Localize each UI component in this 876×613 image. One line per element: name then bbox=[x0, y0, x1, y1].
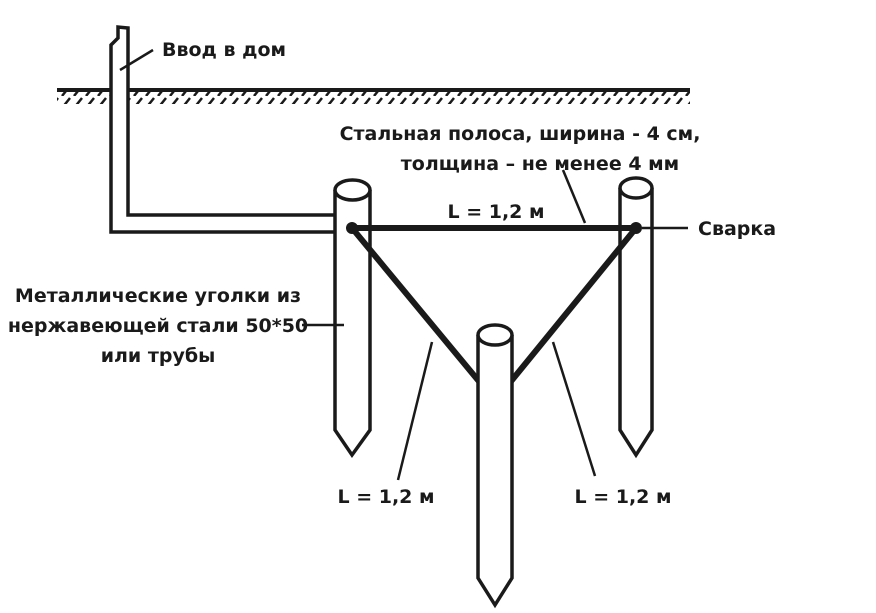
label-length-left: L = 1,2 м bbox=[337, 486, 434, 508]
label-strip-thickness: толщина – не менее 4 мм bbox=[401, 153, 679, 175]
electrode-center bbox=[476, 323, 514, 609]
label-strip-width: Стальная полоса, ширина - 4 см, bbox=[340, 123, 701, 145]
ground-surface bbox=[57, 88, 690, 104]
electrode-right bbox=[618, 176, 654, 459]
label-house-entry: Ввод в дом bbox=[162, 39, 286, 61]
leader-lines bbox=[119, 48, 688, 481]
label-length-top: L = 1,2 м bbox=[447, 201, 544, 223]
label-length-right: L = 1,2 м bbox=[574, 486, 671, 508]
label-electrodes-1: Металлические уголки из bbox=[15, 285, 301, 307]
electrode-left bbox=[333, 178, 372, 459]
label-electrodes-3: или трубы bbox=[101, 345, 216, 367]
label-welding: Сварка bbox=[698, 218, 776, 240]
steel-strips bbox=[349, 225, 639, 388]
weld-point-left bbox=[346, 222, 358, 234]
weld-point-right bbox=[630, 222, 642, 234]
label-electrodes-2: нержавеющей стали 50*50 bbox=[8, 315, 308, 337]
